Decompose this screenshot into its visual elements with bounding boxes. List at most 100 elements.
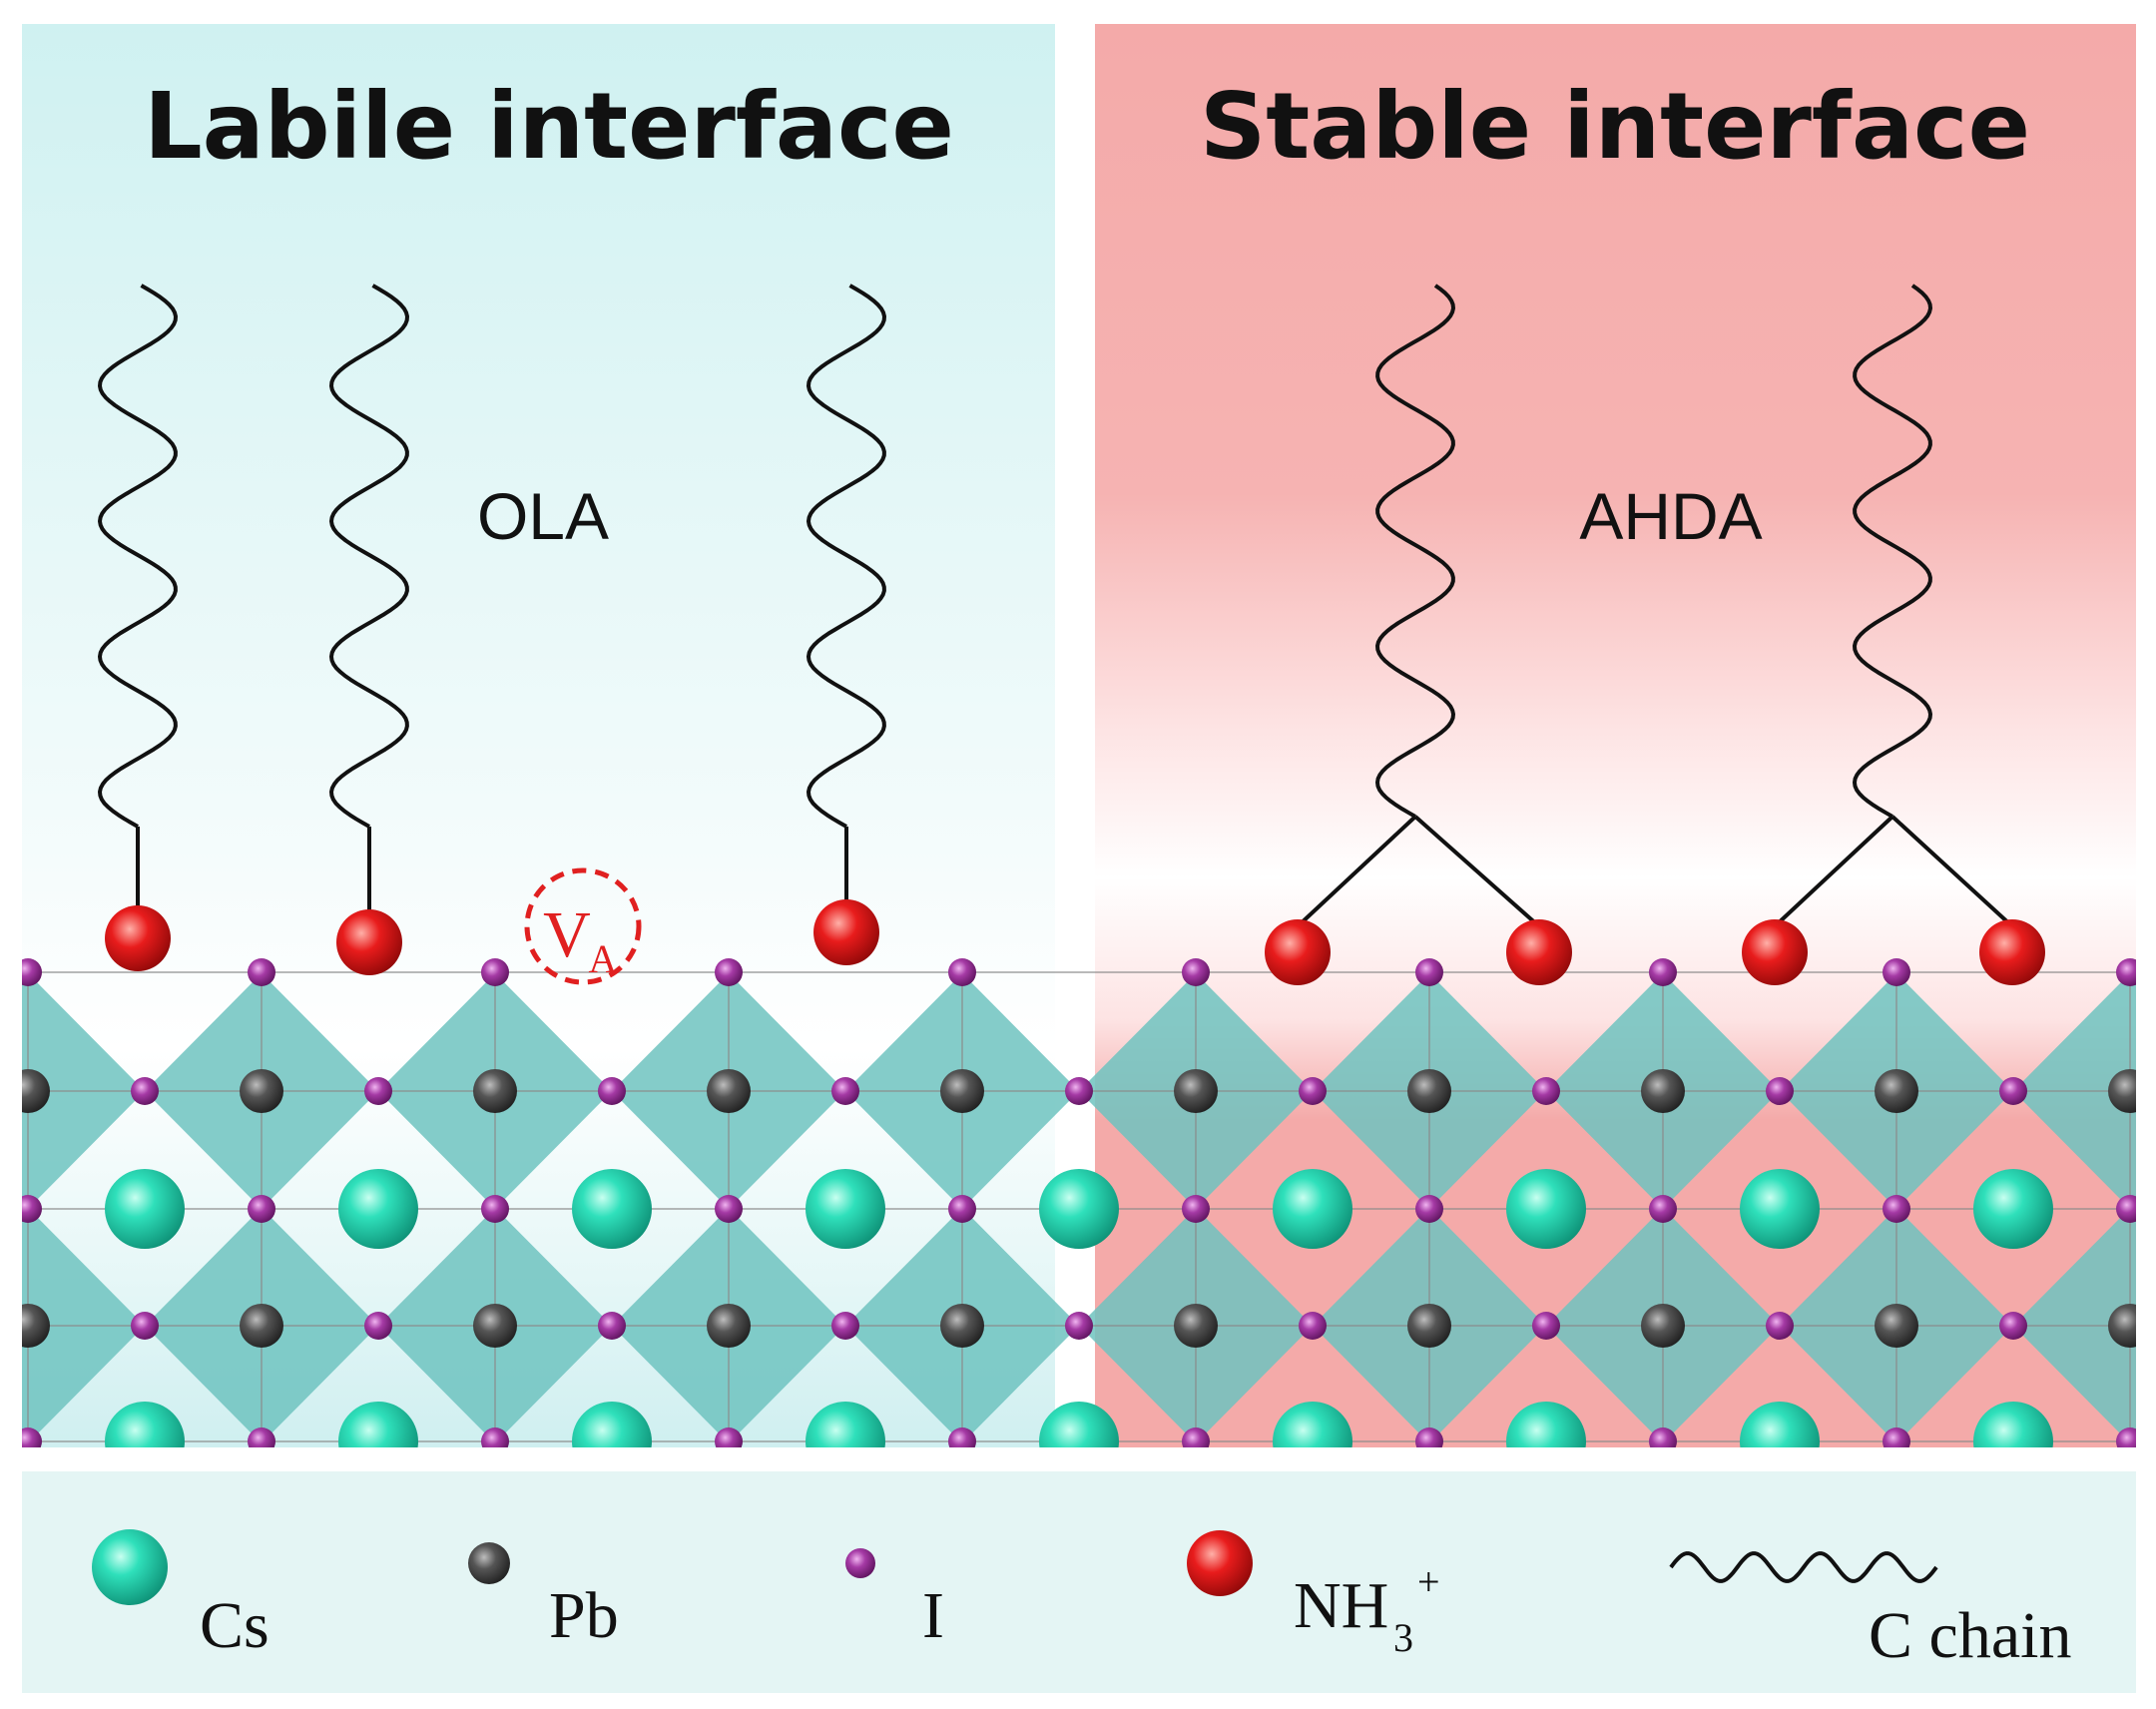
cs-atom xyxy=(1039,1402,1119,1447)
cs-atom xyxy=(1506,1402,1586,1447)
i-atom xyxy=(481,1427,509,1447)
cs-atom xyxy=(806,1402,885,1447)
vacancy-marker: V A xyxy=(524,867,642,985)
legend-nh3-subscript: 3 xyxy=(1393,1615,1413,1660)
i-atom xyxy=(1182,1195,1210,1223)
i-atom xyxy=(1999,1312,2027,1340)
cs-atom xyxy=(105,1169,185,1249)
pb-atom xyxy=(22,1069,50,1113)
legend-nh3-label: NH xyxy=(1294,1569,1388,1642)
svg-text:Labile interface: Labile interface xyxy=(144,73,954,180)
cs-atom xyxy=(1273,1169,1352,1249)
cs-atom xyxy=(1039,1169,1119,1249)
nh3-head xyxy=(813,899,879,965)
i-atom xyxy=(1415,1427,1443,1447)
pb-atom xyxy=(1174,1069,1218,1113)
legend-item-cs: Cs xyxy=(92,1529,270,1662)
i-atom xyxy=(1182,958,1210,986)
legend-item-pb: Pb xyxy=(468,1542,619,1652)
i-atom xyxy=(22,958,42,986)
left-ligand-label: OLA xyxy=(477,479,609,553)
cs-atom xyxy=(1740,1402,1820,1447)
svg-text:Pb: Pb xyxy=(549,1579,619,1652)
vacancy-circle xyxy=(524,867,642,985)
i-atom xyxy=(715,1427,743,1447)
i-atom xyxy=(1883,958,1910,986)
i-atom xyxy=(1649,958,1677,986)
legend-item-chain: C chain xyxy=(1669,1551,2071,1672)
svg-text:I: I xyxy=(922,1579,944,1652)
i-atom xyxy=(831,1077,859,1105)
pb-atom xyxy=(940,1304,984,1348)
i-swatch xyxy=(845,1548,875,1578)
pb-atom xyxy=(240,1304,283,1348)
cs-atom xyxy=(1506,1169,1586,1249)
nh3-swatch xyxy=(1187,1530,1253,1596)
i-atom xyxy=(1649,1427,1677,1447)
legend-item-nh3: NH 3 + xyxy=(1187,1530,1440,1660)
i-atom xyxy=(364,1077,392,1105)
svg-text:OLA: OLA xyxy=(477,479,609,553)
cs-atom xyxy=(1740,1169,1820,1249)
pb-swatch xyxy=(468,1542,510,1584)
i-atom xyxy=(948,958,976,986)
pb-atom xyxy=(473,1304,517,1348)
ola-chain xyxy=(98,284,178,829)
svg-text:+: + xyxy=(1417,1559,1440,1604)
ahda-branch xyxy=(1773,815,1894,928)
i-atom xyxy=(1999,1077,2027,1105)
i-atom xyxy=(1649,1195,1677,1223)
nh3-head xyxy=(1265,919,1331,985)
i-atom xyxy=(2116,958,2136,986)
i-atom xyxy=(1182,1427,1210,1447)
ahda-branch xyxy=(1296,815,1417,928)
cs-atom xyxy=(806,1169,885,1249)
pb-atom xyxy=(2108,1304,2136,1348)
cs-atom-layer xyxy=(105,1169,2053,1447)
svg-text:C chain: C chain xyxy=(1869,1599,2071,1672)
cs-atom xyxy=(105,1402,185,1447)
left-panel-background xyxy=(22,24,1055,1447)
right-panel-title: Stable interface xyxy=(1200,73,2030,180)
i-atom xyxy=(248,1427,275,1447)
svg-text:3: 3 xyxy=(1393,1615,1413,1660)
i-atom xyxy=(1065,1312,1093,1340)
i-atom xyxy=(1532,1312,1560,1340)
pb-atom-layer xyxy=(22,1069,2136,1348)
cs-atom xyxy=(1273,1402,1352,1447)
ola-chain xyxy=(329,284,409,829)
nh3-head xyxy=(105,905,171,971)
i-atom xyxy=(1299,1312,1327,1340)
cs-atom xyxy=(1973,1402,2053,1447)
i-atom xyxy=(715,958,743,986)
right-ligand-label: AHDA xyxy=(1579,479,1762,553)
left-panel-title: Labile interface xyxy=(144,73,954,180)
legend-pb-label: Pb xyxy=(549,1579,619,1652)
i-atom xyxy=(1883,1195,1910,1223)
nh3-head xyxy=(1506,919,1572,985)
i-atom xyxy=(248,1195,275,1223)
svg-text:A: A xyxy=(589,936,618,981)
ligand-chains xyxy=(98,284,2014,928)
nh3-head xyxy=(1742,919,1808,985)
legend-cs-label: Cs xyxy=(200,1589,270,1662)
perovskite-lattice xyxy=(22,958,2136,1447)
legend-i-label: I xyxy=(922,1579,944,1652)
i-atom xyxy=(831,1312,859,1340)
chain-swatch-icon xyxy=(1669,1551,1938,1583)
cs-atom xyxy=(338,1402,418,1447)
i-atom xyxy=(2116,1195,2136,1223)
pb-atom xyxy=(707,1304,751,1348)
cs-swatch xyxy=(92,1529,168,1605)
i-atom xyxy=(1766,1077,1794,1105)
cs-atom xyxy=(572,1169,652,1249)
nh3-head xyxy=(336,909,402,975)
svg-text:V: V xyxy=(543,898,591,971)
cs-atom xyxy=(1973,1169,2053,1249)
legend-background xyxy=(22,1471,2136,1693)
right-panel-background xyxy=(1095,24,2136,1447)
i-atom xyxy=(1766,1312,1794,1340)
i-atom xyxy=(1415,1195,1443,1223)
